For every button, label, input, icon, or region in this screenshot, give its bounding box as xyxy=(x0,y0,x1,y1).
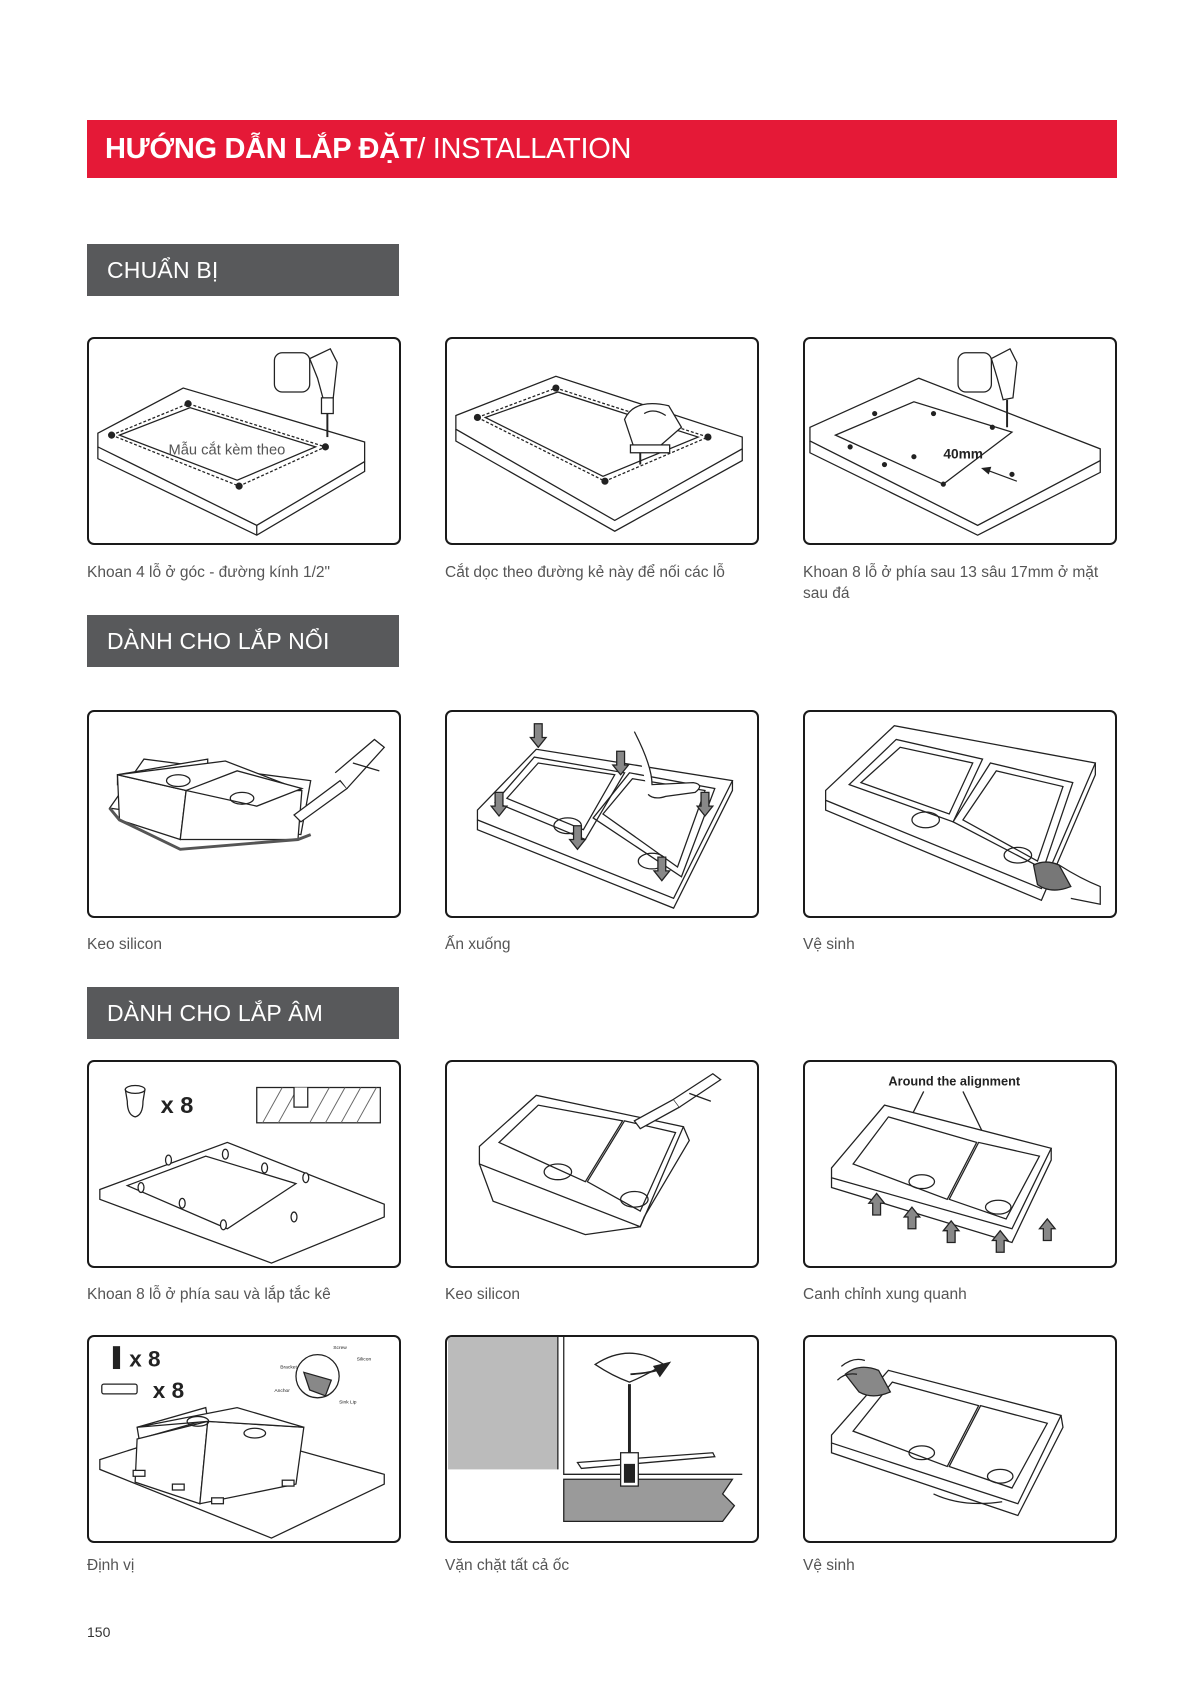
illustration-apply-silicone-top xyxy=(87,710,401,918)
caption-top-3: Vệ sinh xyxy=(803,936,855,953)
illustration-press-down xyxy=(445,710,759,918)
illustration-drill-corners: Mẫu cắt kèm theo xyxy=(87,337,401,545)
illustration-tighten-screws xyxy=(445,1335,759,1543)
caption-under-6: Vệ sinh xyxy=(803,1557,855,1574)
page-title-en: / INSTALLATION xyxy=(417,132,632,165)
illustration-clean-top xyxy=(803,710,1117,918)
caption-under-5: Vặn chặt tất cả ốc xyxy=(445,1557,570,1574)
illustration-apply-silicone-under xyxy=(445,1060,759,1268)
section-title-prep: CHUẨN BỊ xyxy=(87,244,399,296)
screw-count: x 8 xyxy=(129,1346,160,1371)
callout-sink-lip: Sink Lip xyxy=(339,1400,357,1406)
illustration-position-brackets: x 8 x 8 Screw Silicon Bracket Anchor Sin… xyxy=(87,1335,401,1543)
caption-prep-3: Khoan 8 lỗ ở phía sau 13 sâu 17mm ở mặt … xyxy=(803,564,1099,602)
anchor-count: x 8 xyxy=(161,1092,194,1118)
illustration-clean-under xyxy=(803,1335,1117,1543)
alignment-label: Around the alignment xyxy=(888,1074,1021,1089)
page-title-vi: HƯỚNG DẪN LẮP ĐẶT xyxy=(105,132,418,165)
page-number: 150 xyxy=(87,1624,111,1640)
illustration-drill-back-holes: 40mm xyxy=(803,337,1117,545)
bracket-count: x 8 xyxy=(153,1378,184,1403)
caption-under-2: Keo silicon xyxy=(445,1286,520,1303)
caption-prep-1: Khoan 4 lỗ ở góc - đường kính 1/2" xyxy=(87,564,331,581)
dimension-label: 40mm xyxy=(943,447,983,462)
caption-under-1: Khoan 8 lỗ ở phía sau và lắp tắc kê xyxy=(87,1286,331,1303)
callout-screw: Screw xyxy=(333,1345,347,1351)
caption-top-1: Keo silicon xyxy=(87,936,162,953)
callout-bracket: Bracket xyxy=(280,1364,297,1370)
section-title-top-mount: DÀNH CHO LẮP NỔI xyxy=(87,615,399,667)
illustration-drill-anchors: x 8 xyxy=(87,1060,401,1268)
callout-anchor: Anchor xyxy=(274,1388,290,1394)
illustration-align-around: Around the alignment xyxy=(803,1060,1117,1268)
callout-silicon: Silicon xyxy=(357,1357,372,1363)
caption-top-2: Ấn xuống xyxy=(445,936,511,953)
template-label: Mẫu cắt kèm theo xyxy=(168,442,285,459)
caption-under-3: Canh chỉnh xung quanh xyxy=(803,1286,967,1303)
page-title-banner: HƯỚNG DẪN LẮP ĐẶT / INSTALLATION xyxy=(87,120,1117,178)
illustration-jigsaw-cut xyxy=(445,337,759,545)
caption-under-4: Định vị xyxy=(87,1557,135,1574)
section-title-under-mount: DÀNH CHO LẮP ÂM xyxy=(87,987,399,1039)
caption-prep-2: Cắt dọc theo đường kẻ này để nối các lỗ xyxy=(445,564,725,581)
